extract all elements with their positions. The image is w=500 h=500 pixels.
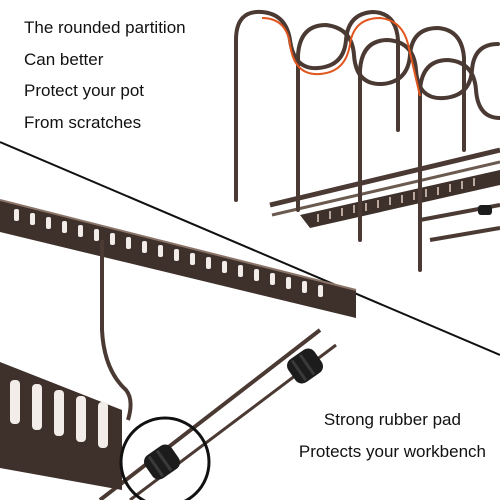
bottom-caption-line-1: Strong rubber pad [323,410,461,429]
bottom-rack-panel [0,199,357,500]
rubber-pad-highlight-circle-icon [119,416,211,500]
top-caption: The rounded partition Can better Protect… [24,18,186,144]
divider-line [0,141,500,356]
top-caption-line-3: Protect your pot [24,81,145,100]
top-caption-line-4: From scratches [24,112,142,132]
top-caption-line-2: Can better [24,49,104,69]
top-rack-panel [234,9,500,272]
bottom-caption: Strong rubber pad Protects your workbenc… [299,410,486,474]
top-caption-line-1: The rounded partition [24,18,186,37]
bottom-caption-line-2: Protects your workbench [298,442,486,461]
